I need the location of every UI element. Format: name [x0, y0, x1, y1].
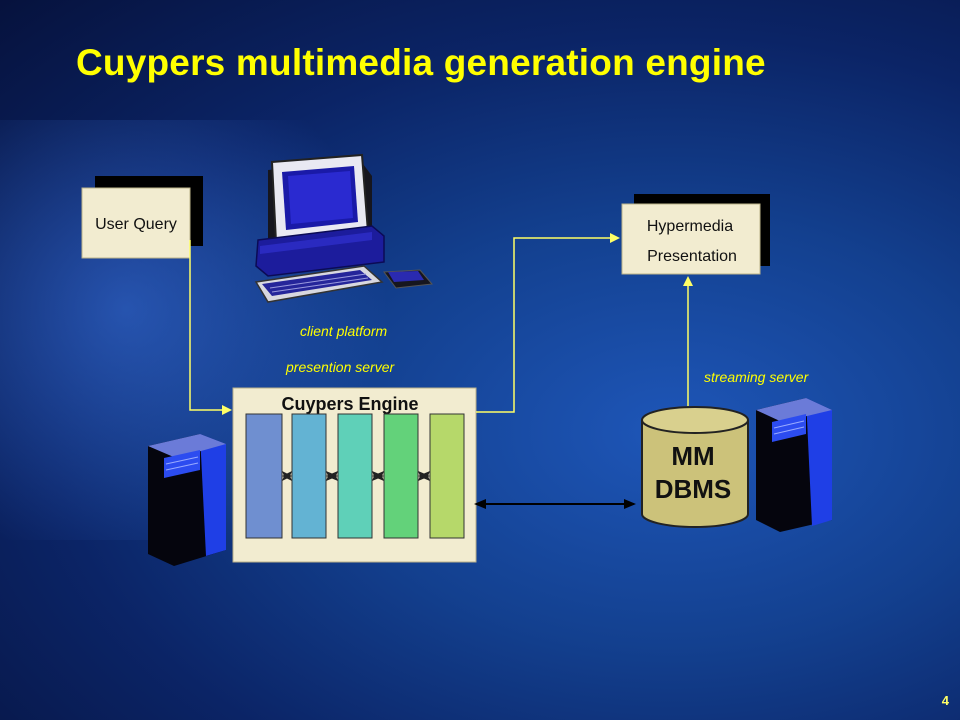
pipeline-stage-5 [429, 413, 465, 539]
pipeline-connectors [282, 471, 430, 481]
client-platform-label: client platform [300, 323, 387, 339]
cuypers-engine-box: Cuypers Engine [232, 387, 477, 563]
server-tower-icon [756, 398, 832, 532]
database-cylinder-icon: MM DBMS [641, 406, 749, 528]
dbms-line2: DBMS [655, 474, 732, 504]
pipeline-stage-1 [245, 413, 283, 539]
user-query-box: User Query [81, 176, 203, 259]
query-to-engine-arrow [189, 240, 232, 415]
hypermedia-label: Hypermedia [647, 218, 733, 235]
pipeline-stage-2 [291, 413, 327, 539]
hypermedia-presentation-box: Hypermedia Presentation [621, 194, 770, 275]
streaming-server-label: streaming server [704, 369, 810, 385]
dbms-line1: MM [671, 441, 714, 471]
presentation-server-label: presention server [285, 359, 396, 375]
engine-to-presentation-arrow [476, 233, 620, 413]
server-tower-icon [148, 434, 226, 566]
presentation-label: Presentation [647, 248, 737, 265]
page-number: 4 [941, 693, 949, 708]
pipeline-stage-3 [337, 413, 373, 539]
user-query-label: User Query [95, 216, 177, 233]
pipeline-stage-4 [383, 413, 419, 539]
cuypers-engine-title: Cuypers Engine [281, 394, 418, 414]
desktop-computer-icon [254, 153, 433, 303]
slide-title: Cuypers multimedia generation engine [76, 42, 766, 83]
